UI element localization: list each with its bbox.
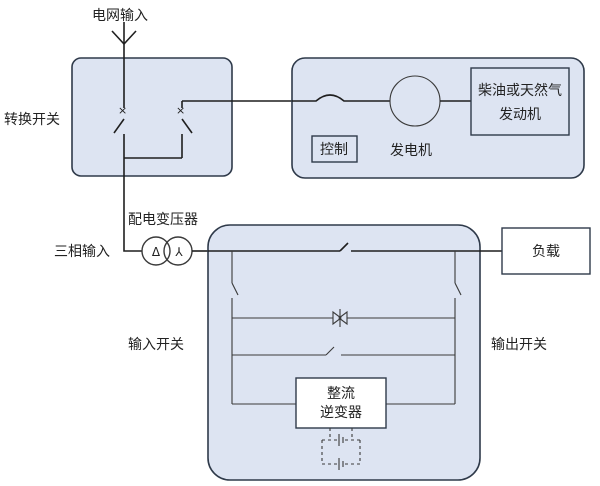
load-label: 负载	[532, 244, 560, 260]
three-phase-input-wire	[123, 158, 142, 252]
engine-label-line1: 柴油或天然气	[478, 82, 562, 99]
rectifier-label-line2: 逆变器	[320, 405, 362, 421]
svg-text:×: ×	[176, 104, 185, 117]
maintenance-bypass-line	[232, 346, 455, 356]
input-switch-label: 输入开关	[128, 337, 184, 353]
battery-icon	[321, 428, 361, 470]
bypass-line	[208, 242, 480, 252]
svg-text:Δ: Δ	[152, 245, 161, 259]
distribution-transformer-label: 配电变压器	[128, 212, 198, 228]
transformer-icon: Δ ⅄	[141, 236, 193, 266]
engine-label-line2: 发动机	[499, 107, 541, 123]
transfer-switch-contacts: × ×	[113, 101, 193, 159]
rectifier-label-line1: 整流	[327, 386, 355, 402]
rectifier-inverter-box	[295, 377, 387, 429]
ups-panel	[207, 224, 481, 481]
breaker-arc-icon	[292, 94, 390, 102]
grid-input-label: 电网输入	[92, 8, 148, 24]
engine-box	[470, 67, 570, 136]
input-switch-branch	[231, 251, 239, 404]
control-box	[311, 135, 358, 163]
generator-label: 发电机	[390, 143, 432, 159]
load-box	[501, 227, 591, 275]
svg-text:⅄: ⅄	[174, 245, 183, 259]
transfer-switch-panel	[71, 57, 233, 177]
control-label: 控制	[320, 142, 348, 158]
grid-input-antenna-icon	[111, 22, 137, 108]
thyristor-icon	[332, 309, 348, 327]
output-switch-label: 输出开关	[491, 337, 547, 353]
svg-text:×: ×	[118, 104, 127, 117]
transfer-switch-label: 转换开关	[4, 111, 60, 128]
output-switch-branch	[454, 251, 462, 404]
three-phase-input-label: 三相输入	[54, 244, 110, 260]
